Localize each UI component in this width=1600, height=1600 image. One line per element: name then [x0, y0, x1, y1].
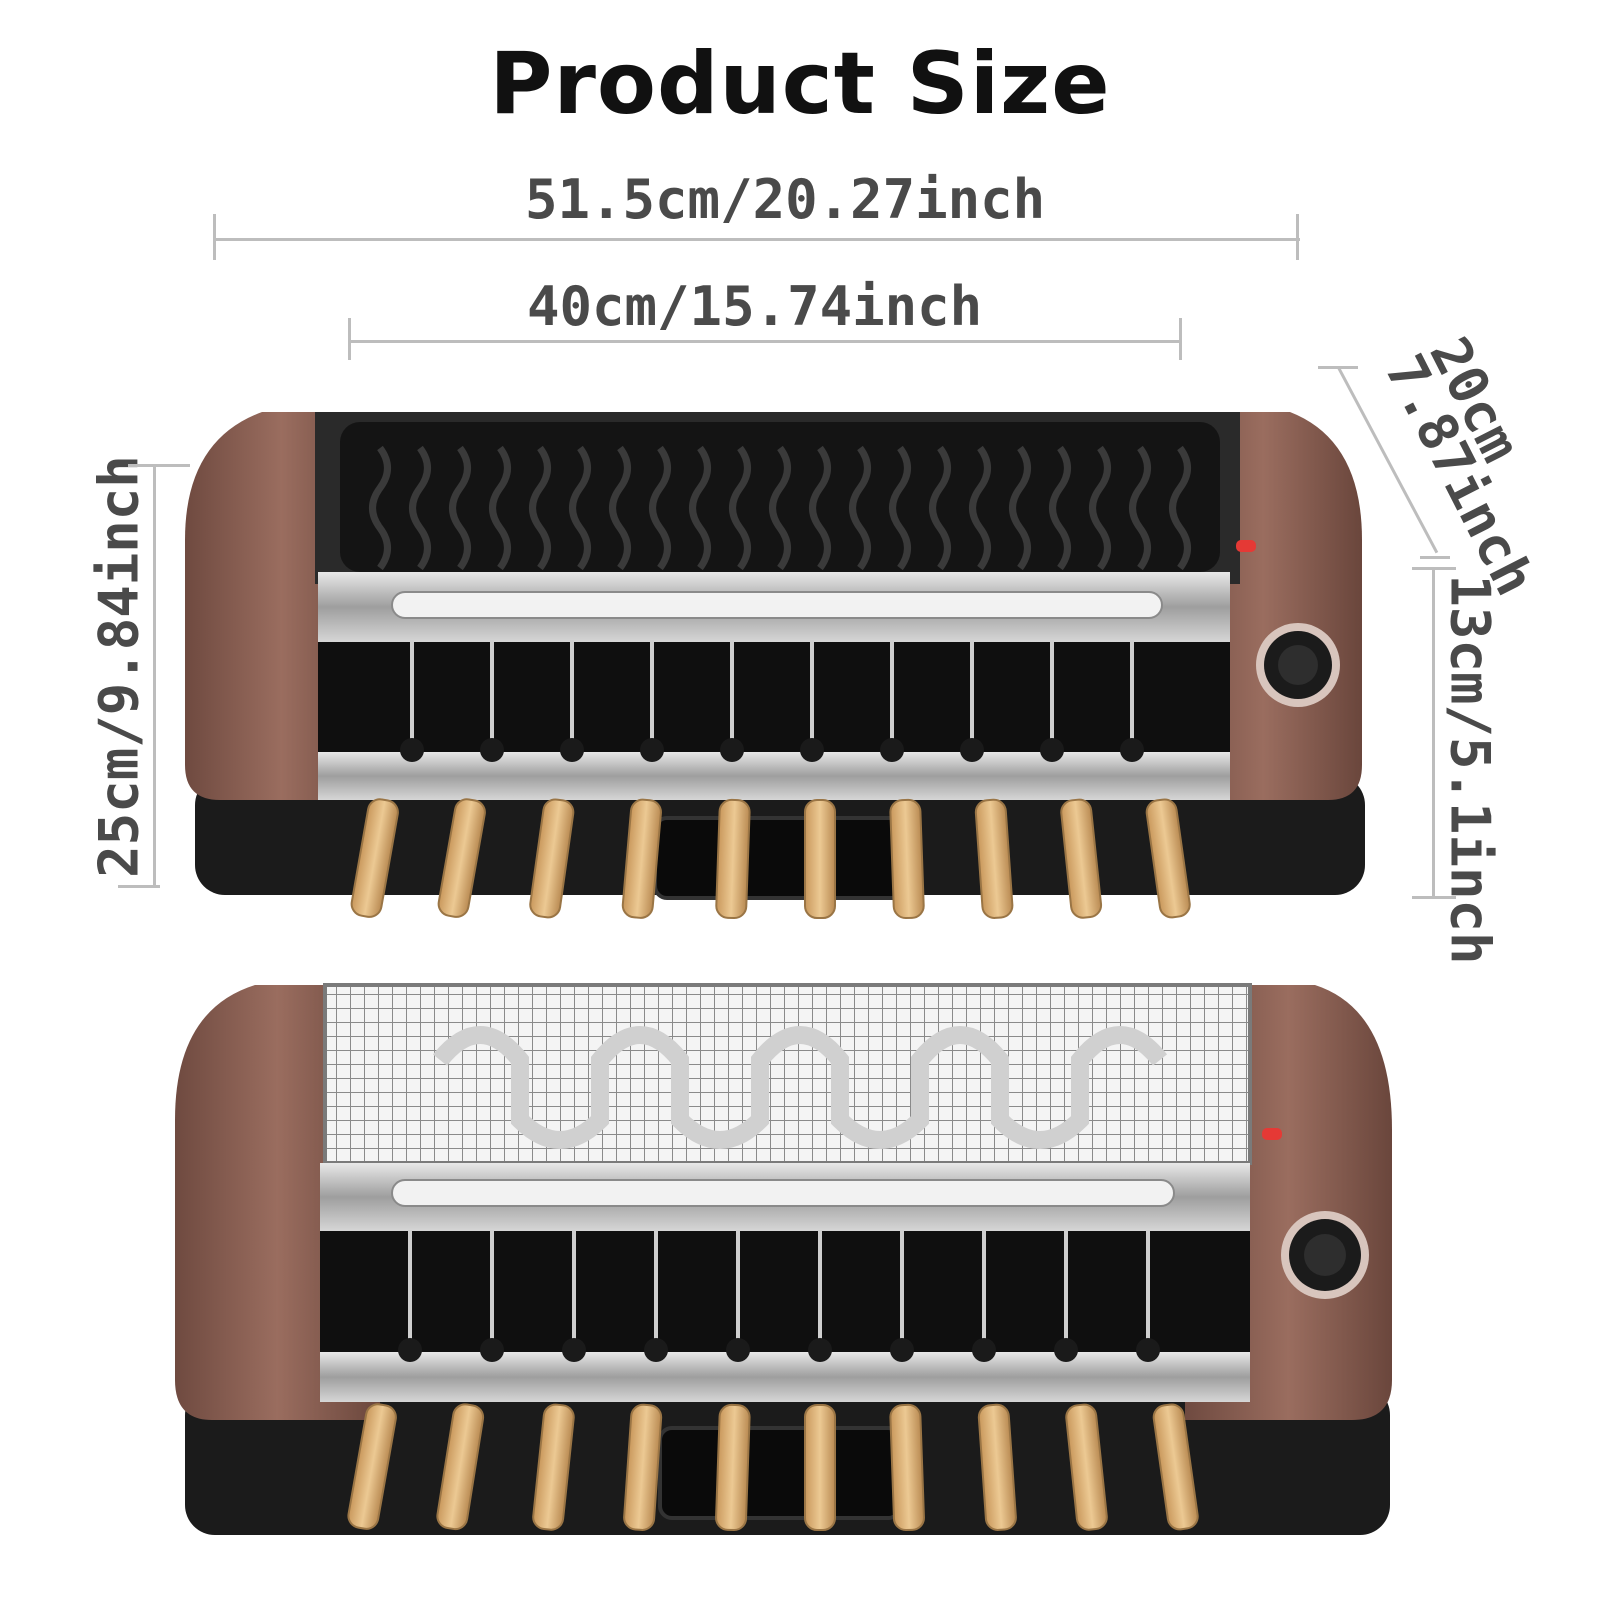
grill-bottom-unit: [175, 983, 1392, 1535]
height-tick-top: [128, 464, 190, 467]
plate-width-tick-right: [1179, 318, 1182, 360]
total-width-label: 51.5cm/20.27inch: [525, 168, 1046, 231]
grill-top-unit: [185, 412, 1365, 920]
plate-width-line: [350, 340, 1182, 343]
upper-height-tick-top: [1412, 567, 1456, 570]
height-tick-bottom: [118, 885, 160, 888]
page-title: Product Size: [489, 34, 1111, 134]
depth-tick-top: [1318, 366, 1358, 369]
upper-height-line: [1432, 568, 1435, 898]
total-width-line: [215, 238, 1300, 241]
total-width-tick-left: [213, 214, 216, 260]
plate-width-label: 40cm/15.74inch: [527, 275, 983, 338]
upper-height-tick-bottom: [1412, 896, 1456, 899]
plate-width-tick-left: [348, 318, 351, 360]
total-width-tick-right: [1296, 214, 1299, 260]
height-line: [153, 465, 156, 887]
depth-tick-bottom: [1420, 556, 1450, 559]
